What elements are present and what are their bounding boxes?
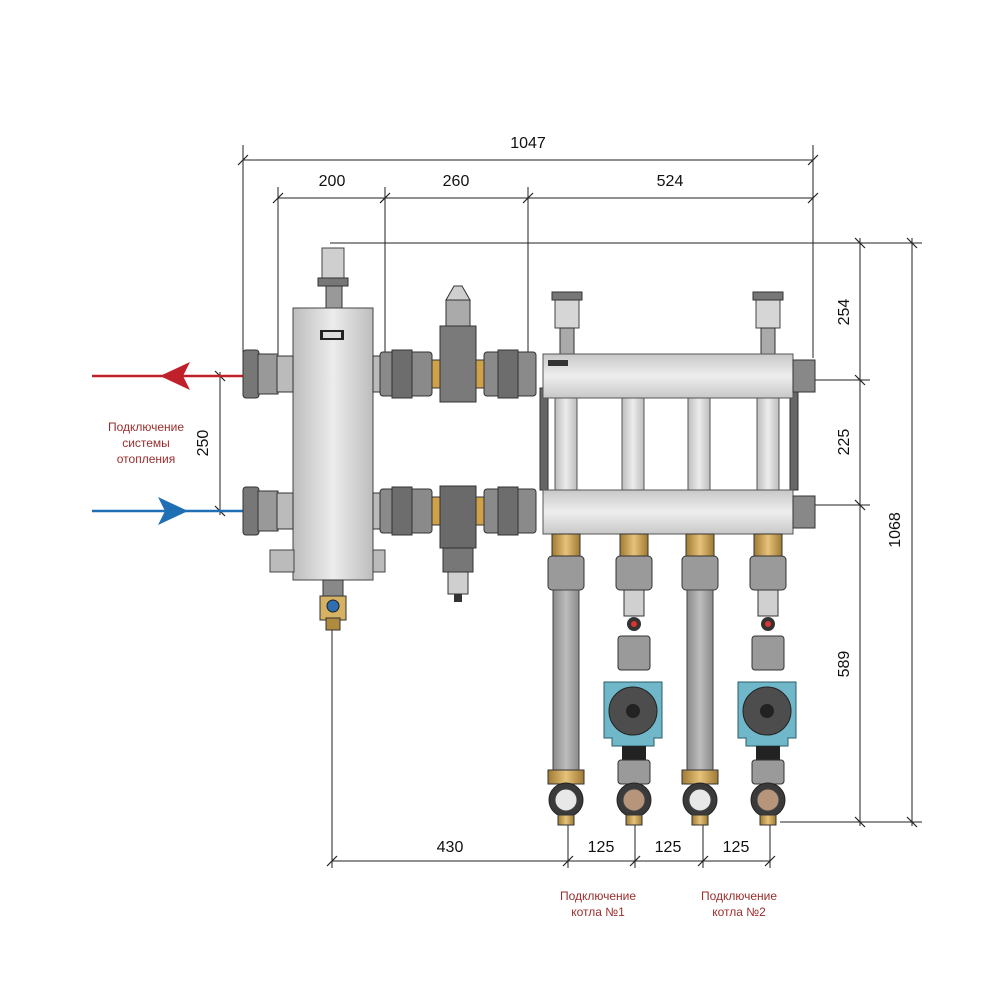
dim-pitch-1: 125 xyxy=(588,839,615,856)
dim-seg-1: 200 xyxy=(319,173,346,190)
left-unions xyxy=(242,349,294,536)
pump-branch-1 xyxy=(603,533,663,826)
branch-1-straight xyxy=(547,533,585,826)
pump-branch-2 xyxy=(737,533,797,826)
dim-total-width: 1047 xyxy=(510,135,546,152)
return-arrow xyxy=(92,497,243,525)
dim-total-height: 1068 xyxy=(887,512,904,548)
heating-system-note: Подключение системы отопления xyxy=(108,420,184,466)
heating-note-line-3: отопления xyxy=(117,452,175,466)
hydraulic-separator xyxy=(269,247,386,631)
dim-height-mid: 225 xyxy=(836,429,853,456)
dim-pitch-2: 125 xyxy=(655,839,682,856)
boiler-1-note-line-1: Подключение xyxy=(560,889,636,903)
boiler-2-note: Подключение котла №2 xyxy=(701,889,777,919)
dim-seg-2: 260 xyxy=(443,173,470,190)
heating-note-line-1: Подключение xyxy=(108,420,184,434)
heating-note-line-2: системы xyxy=(122,436,170,450)
dim-bottom-offset: 430 xyxy=(437,839,464,856)
supply-arrow xyxy=(92,362,243,390)
dim-pitch-3: 125 xyxy=(723,839,750,856)
distribution-manifold xyxy=(539,291,816,535)
middle-connectors xyxy=(372,285,537,602)
dim-inlet-spacing: 250 xyxy=(195,430,212,457)
circulation-pump-1 xyxy=(603,681,663,747)
dim-seg-3: 524 xyxy=(657,173,684,190)
dim-height-top: 254 xyxy=(836,299,853,326)
boiler-1-note-line-2: котла №1 xyxy=(571,905,625,919)
dimension-labels: 1047 200 260 524 254 225 589 1068 250 43… xyxy=(195,135,904,856)
boiler-2-note-line-2: котла №2 xyxy=(712,905,766,919)
branch-2-straight xyxy=(681,533,719,826)
boiler-2-note-line-1: Подключение xyxy=(701,889,777,903)
dimension-lines xyxy=(214,145,922,868)
circulation-pump-2 xyxy=(737,681,797,747)
dim-height-bottom: 589 xyxy=(836,651,853,678)
boiler-1-note: Подключение котла №1 xyxy=(560,889,636,919)
